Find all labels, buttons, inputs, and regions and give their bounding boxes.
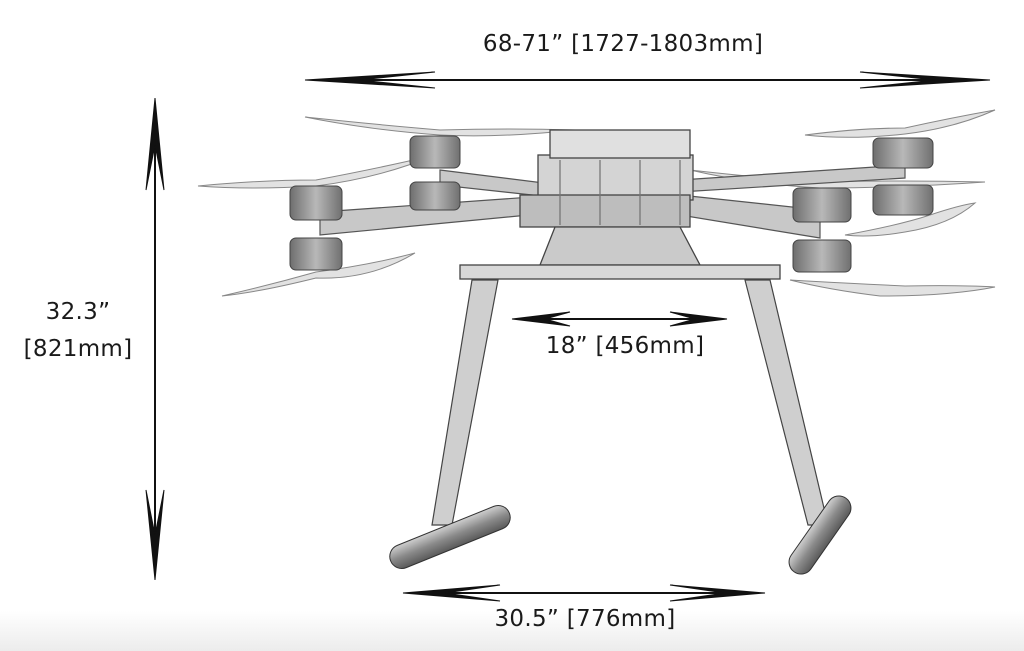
motors: [289, 135, 934, 273]
propellers: [197, 109, 996, 297]
floor-shadow: [0, 611, 1024, 651]
central-body: [459, 129, 781, 280]
body-width-arrow: [511, 311, 728, 327]
body-width-label: 18” [456mm]: [545, 333, 705, 359]
landing-legs: [431, 279, 829, 526]
leg-span-label: 30.5” [776mm]: [494, 606, 676, 632]
arms: [319, 164, 906, 239]
width-arrow: [304, 71, 991, 89]
height-inches-label: 32.3”: [45, 299, 111, 325]
leg-span-arrow: [402, 584, 766, 602]
height-arrow: [145, 97, 165, 581]
height-mm-label: [821mm]: [23, 336, 133, 362]
overall-width-label: 68-71” [1727-1803mm]: [482, 31, 764, 57]
landing-pods: [389, 495, 852, 575]
